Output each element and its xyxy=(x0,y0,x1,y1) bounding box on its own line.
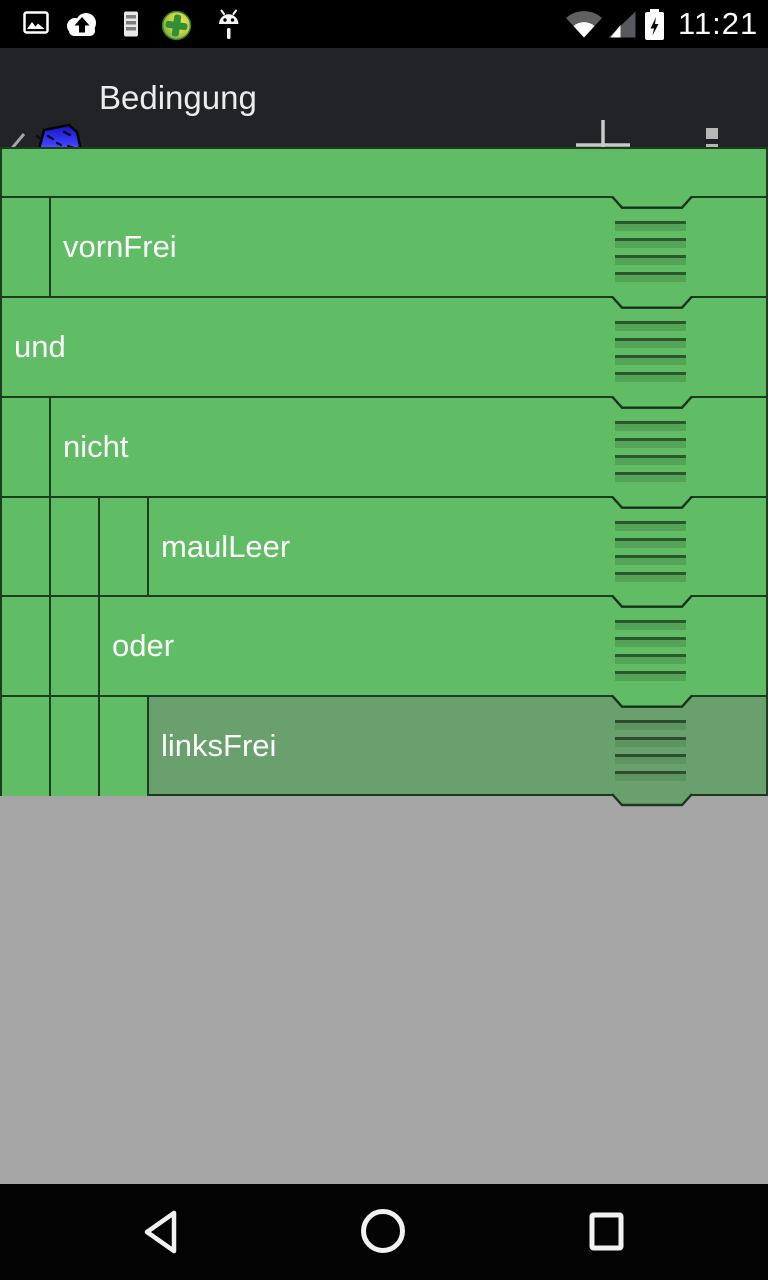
status-bar: 11:21 xyxy=(0,0,768,48)
block-row-und[interactable]: und xyxy=(2,295,766,396)
condition-tree: vornFrei und nicht xyxy=(0,147,768,807)
indent-strip xyxy=(51,697,100,796)
storage-icon xyxy=(124,11,138,37)
block-label: maulLeer xyxy=(161,528,291,564)
drag-handle[interactable] xyxy=(615,321,686,389)
connector-notch xyxy=(611,594,693,608)
block-label: linksFrei xyxy=(161,727,277,763)
block-label: und xyxy=(14,329,66,364)
connector-tab xyxy=(611,793,693,807)
battery-charging-icon xyxy=(645,9,664,40)
block-label: vornFrei xyxy=(63,229,177,264)
nav-home-button[interactable] xyxy=(360,1208,406,1254)
indent-strip xyxy=(51,498,100,595)
connector-notch xyxy=(611,495,693,509)
home-circle-icon xyxy=(361,1209,405,1253)
cloud-upload-icon xyxy=(67,13,96,36)
block-row-nicht[interactable]: nicht xyxy=(2,395,766,496)
indent-strip xyxy=(2,697,51,796)
nav-bar xyxy=(0,1184,768,1280)
cellular-signal-icon xyxy=(608,11,636,38)
indent-strip xyxy=(2,398,51,496)
indent-strip xyxy=(2,198,51,296)
recents-square-icon xyxy=(589,1212,624,1251)
app-bar: Bedingung xyxy=(0,48,768,172)
nav-recents-button[interactable] xyxy=(589,1212,625,1252)
block-row-connector[interactable] xyxy=(2,149,766,196)
indent-strip xyxy=(100,697,149,796)
drag-handle[interactable] xyxy=(615,720,686,788)
back-triangle-icon xyxy=(144,1210,177,1254)
indent-strip xyxy=(2,597,51,695)
drag-handle[interactable] xyxy=(615,421,686,489)
wifi-icon xyxy=(566,11,602,38)
overflow-icon xyxy=(706,128,718,139)
connector-notch xyxy=(611,395,693,409)
indent-strip xyxy=(51,597,100,695)
indent-strip xyxy=(2,498,51,595)
drag-handle[interactable] xyxy=(615,521,686,589)
block-row-vornfrei[interactable]: vornFrei xyxy=(2,195,766,296)
drag-handle[interactable] xyxy=(615,620,686,688)
nav-back-button[interactable] xyxy=(142,1210,178,1254)
indent-strip xyxy=(100,498,149,595)
droid-icon xyxy=(219,9,239,39)
block-label: nicht xyxy=(63,429,129,464)
clock: 11:21 xyxy=(678,6,759,41)
block-label: oder xyxy=(112,628,175,663)
connector-notch xyxy=(611,295,693,309)
photo-icon xyxy=(23,11,49,34)
connector-notch xyxy=(611,694,693,708)
block-row-maulleer[interactable]: maulLeer xyxy=(2,495,766,595)
page-title: Bedingung xyxy=(99,79,257,116)
block-row-oder[interactable]: oder xyxy=(2,594,766,695)
block-row-linksfrei[interactable]: linksFrei xyxy=(2,694,766,807)
drag-handle[interactable] xyxy=(615,221,686,289)
connector-notch xyxy=(611,195,693,209)
app-updater-icon xyxy=(161,10,192,41)
